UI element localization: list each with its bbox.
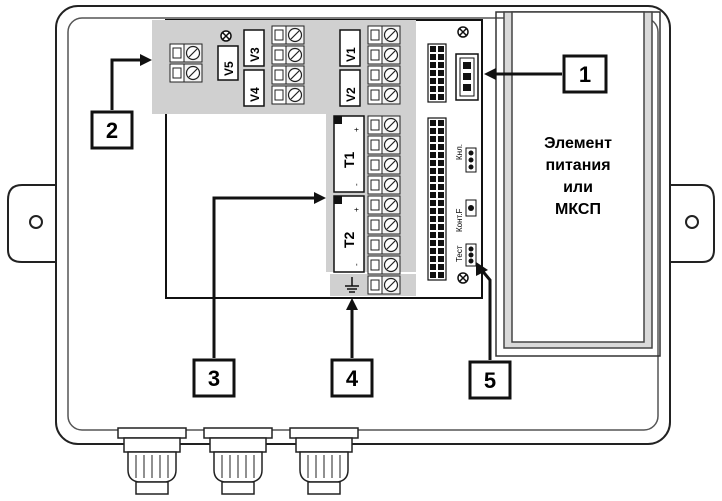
label-t1: T1 [341, 151, 357, 168]
callout-1-number: 1 [579, 62, 591, 87]
label-v5: V5 [222, 61, 236, 76]
label-knl: Кнл. [455, 144, 464, 160]
callout-2-number: 2 [106, 118, 118, 143]
cable-gland [117, 427, 187, 495]
terminal-block-t1-t2 [367, 115, 401, 275]
label-test: Тест [455, 245, 464, 262]
pcb-markings: Кнл. Конт.F Тест [455, 144, 477, 267]
terminal-block-ground [367, 275, 401, 295]
terminal-block-v3-v4 [271, 25, 305, 105]
battery-line-1: Элемент [544, 135, 612, 152]
ground-icon [345, 277, 359, 293]
label-kont-f: Конт.F [455, 208, 464, 232]
mounting-ear-left [7, 184, 59, 263]
battery-connector [455, 53, 479, 101]
label-t2-minus: - [352, 263, 361, 266]
cable-gland [289, 427, 359, 495]
label-t1-plus: + [352, 127, 361, 132]
battery-line-4: МКСП [555, 201, 601, 218]
cable-gland [203, 427, 273, 495]
callout-3: 3 [192, 358, 236, 398]
callout-4: 4 [330, 358, 374, 398]
label-t2-plus: + [352, 207, 361, 212]
terminal-block-v1-v2 [367, 25, 401, 105]
label-t1-minus: - [352, 183, 361, 186]
pcb-mount-holes [220, 26, 469, 284]
enclosure-inner [67, 17, 659, 431]
terminal-blocks [169, 25, 401, 295]
label-t2: T2 [341, 231, 357, 248]
callout-1: 1 [562, 54, 608, 94]
header-top [427, 43, 447, 103]
label-v1: V1 [344, 47, 358, 62]
pin-headers [427, 43, 447, 281]
callout-2: 2 [90, 110, 134, 150]
battery-line-2: питания [545, 157, 610, 174]
callout-5: 5 [468, 360, 512, 400]
callout-5-number: 5 [484, 368, 496, 393]
thermo-labels: T1 + - T2 + - [333, 115, 365, 273]
mounting-ear-right [667, 184, 715, 263]
cable-glands [117, 427, 359, 495]
callout-leaders [110, 54, 562, 360]
label-v2: V2 [344, 87, 358, 102]
voltage-labels: V5 V3 V4 V1 V2 [217, 29, 361, 107]
terminal-block-v5 [169, 43, 203, 83]
callout-3-number: 3 [208, 366, 220, 391]
battery-line-3: или [563, 179, 593, 196]
callout-4-number: 4 [346, 366, 359, 391]
label-v4: V4 [248, 87, 262, 102]
label-v3: V3 [248, 47, 262, 62]
header-main [427, 117, 447, 281]
